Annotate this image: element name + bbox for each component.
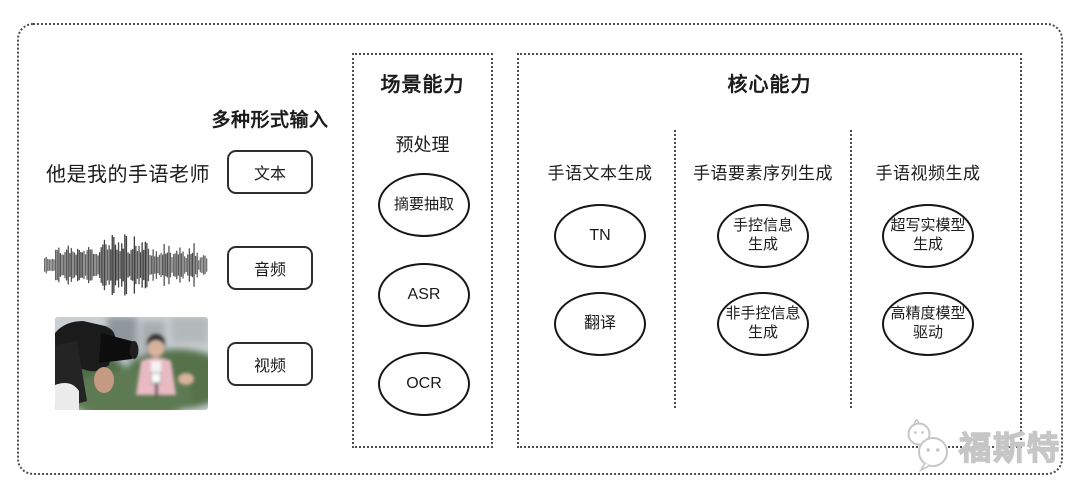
audio-waveform-icon	[44, 234, 208, 296]
input-type-text-box: 文本	[227, 150, 313, 194]
node-translation: 翻译	[554, 292, 646, 356]
input-section-label: 多种形式输入	[211, 110, 329, 131]
node-asr: ASR	[378, 263, 470, 327]
input-type-audio-label: 音频	[253, 262, 286, 279]
column-header-video-generation: 手语视频生成	[875, 164, 981, 183]
node-tn: TN	[554, 204, 646, 268]
node-ocr: OCR	[378, 352, 470, 416]
node-high-precision-model-driving: 高精度模型 驱动	[882, 292, 974, 356]
input-type-text-label: 文本	[253, 166, 286, 183]
watermark-label: 福斯特	[958, 429, 1062, 466]
node-non-manual-info-generation: 非手控信息 生成	[717, 292, 809, 356]
reporter-interview-photo	[55, 317, 208, 410]
core-capability-box: 核心能力 手语文本生成 手语要素序列生成 手语视频生成 TN 翻译 手控信息 生…	[517, 53, 1022, 448]
node-manual-info-generation: 手控信息 生成	[717, 204, 809, 268]
input-type-video-box: 视频	[227, 342, 313, 386]
wechat-chat-bubbles-icon	[907, 419, 948, 472]
scene-capability-box: 场景能力 预处理 摘要抽取 ASR OCR	[352, 53, 493, 448]
column-divider	[850, 130, 852, 408]
sample-sentence: 他是我的手语老师	[46, 164, 210, 186]
watermark: 福斯特	[903, 419, 1061, 473]
preprocessing-label: 预处理	[395, 135, 450, 155]
input-type-audio-box: 音频	[227, 246, 313, 290]
node-hyperrealistic-model-generation: 超写实模型 生成	[882, 204, 974, 268]
column-divider	[674, 130, 676, 408]
node-summary-extraction: 摘要抽取	[378, 173, 470, 237]
column-header-element-sequence-generation: 手语要素序列生成	[693, 164, 833, 183]
column-header-text-generation: 手语文本生成	[547, 164, 653, 183]
core-capability-title: 核心能力	[727, 74, 812, 96]
outer-dotted-frame	[17, 23, 1063, 475]
scene-capability-title: 场景能力	[380, 74, 465, 96]
input-type-video-label: 视频	[253, 358, 286, 375]
